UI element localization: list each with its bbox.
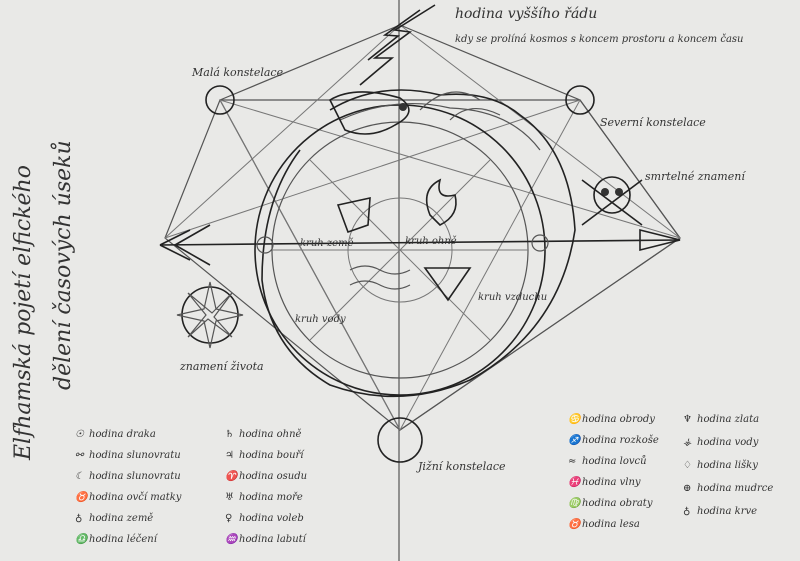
legend-label: hodina ohně (239, 429, 302, 440)
legend-symbol: ♅ (225, 492, 234, 503)
legend-label: hodina zlata (697, 414, 759, 425)
legend-symbol: ⊕ (683, 483, 691, 494)
legend-label: hodina slunovratu (89, 450, 181, 461)
legend-label: hodina ovčí matky (89, 492, 182, 503)
side-text-2: dělení časových úseků (49, 140, 76, 390)
legend-symbol: ♐ (568, 433, 583, 446)
legend-label: hodina labutí (239, 534, 308, 545)
triangle-icon (423, 267, 472, 302)
legend-symbol: ≈ (568, 456, 576, 467)
legend-label: hodina země (89, 513, 153, 524)
label-fire: kruh ohně (405, 236, 457, 247)
label-earth: kruh země (300, 238, 354, 249)
legend-symbol: ♁ (75, 513, 82, 524)
legend-symbol: ♆ (683, 414, 692, 425)
arrow-icon (159, 224, 681, 266)
legend-symbol: ♄ (225, 429, 234, 440)
legend-symbol: ♉ (568, 517, 583, 530)
legend-label: hodina krve (697, 506, 757, 517)
label-right-top: Severní konstelace (600, 116, 706, 129)
legend-label: hodina mudrce (697, 483, 773, 494)
label-top-left: Malá konstelace (191, 66, 284, 79)
legend-symbol: ♒ (225, 532, 240, 545)
constellation-right (565, 85, 595, 115)
side-text-1: Elfhamská pojetí elfického (11, 165, 36, 461)
legend-right-2: ♆ hodina zlata ⚶ hodina vody ♢ hodina lišky ⊕ h… (683, 414, 773, 517)
legend-label: hodina voleb (239, 513, 304, 524)
legend-label: hodina léčení (89, 534, 159, 545)
legend-symbol: ☾ (75, 471, 84, 482)
legend-label: hodina draka (89, 429, 156, 440)
compass-star-icon (176, 281, 244, 349)
legend-symbol: ♉ (75, 490, 90, 503)
dragon (261, 89, 576, 398)
legend-label: hodina lišky (697, 460, 758, 471)
constellation-top-left (205, 85, 235, 115)
diamond-icon (336, 196, 371, 234)
label-water: kruh vody (295, 314, 346, 325)
legend-label: hodina vlny (582, 477, 641, 488)
legend-label: hodina obrody (582, 414, 655, 425)
legend-symbol: ♋ (568, 412, 583, 425)
legend-label: hodina rozkoše (582, 435, 659, 446)
legend-right-1: ♋hodina obrody ♐hodina rozkoše ≈ hodina lov… (568, 412, 659, 530)
legend-label: hodina slunovratu (89, 471, 181, 482)
label-air: kruh vzduchu (478, 292, 547, 303)
hexagram-lines (164, 24, 681, 431)
constellation-bottom (377, 417, 423, 463)
legend-symbol: ⚯ (75, 450, 85, 461)
legend-label: hodina vody (697, 437, 759, 448)
legend-symbol: ☉ (75, 429, 85, 440)
legend-symbol: ⚶ (683, 437, 692, 448)
header-subtitle: kdy se prolíná kosmos s koncem prostoru … (455, 34, 743, 45)
legend-mid: ♄ hodina ohně ♃ hodina bouří ♈hodina osudu ♅ h… (225, 429, 308, 545)
legend-label: hodina osudu (239, 471, 307, 482)
lightning-icon (359, 4, 436, 86)
label-life-sign: znamení života (179, 360, 264, 373)
label-death-sign: smrtelné znamení (645, 170, 746, 183)
legend-symbol: ♍ (568, 496, 583, 509)
legend-symbol: ♈ (225, 469, 240, 482)
legend-symbol: ♀ (225, 513, 232, 524)
legend-label: hodina lovců (582, 455, 647, 467)
legend-symbol: ♃ (225, 450, 234, 461)
legend-label: hodina moře (239, 492, 303, 503)
label-bottom: Jižní konstelace (416, 460, 506, 473)
legend-symbol: ♎ (75, 532, 90, 545)
header-title: hodina vyššího řádu (455, 6, 597, 22)
legend-symbol: ♁ (683, 506, 690, 517)
waves-icon (349, 265, 411, 290)
legend-symbol: ♢ (683, 460, 692, 471)
legend-label: hodina lesa (582, 519, 640, 530)
legend-label: hodina obraty (582, 498, 653, 509)
flame-icon (425, 178, 457, 226)
skull-icon (581, 176, 643, 226)
legend-label: hodina bouří (239, 450, 305, 461)
legend-left: ☉ hodina draka ⚯ hodina slunovratu ☾ hodina s… (75, 429, 182, 545)
legend-symbol: ♓ (568, 475, 583, 488)
